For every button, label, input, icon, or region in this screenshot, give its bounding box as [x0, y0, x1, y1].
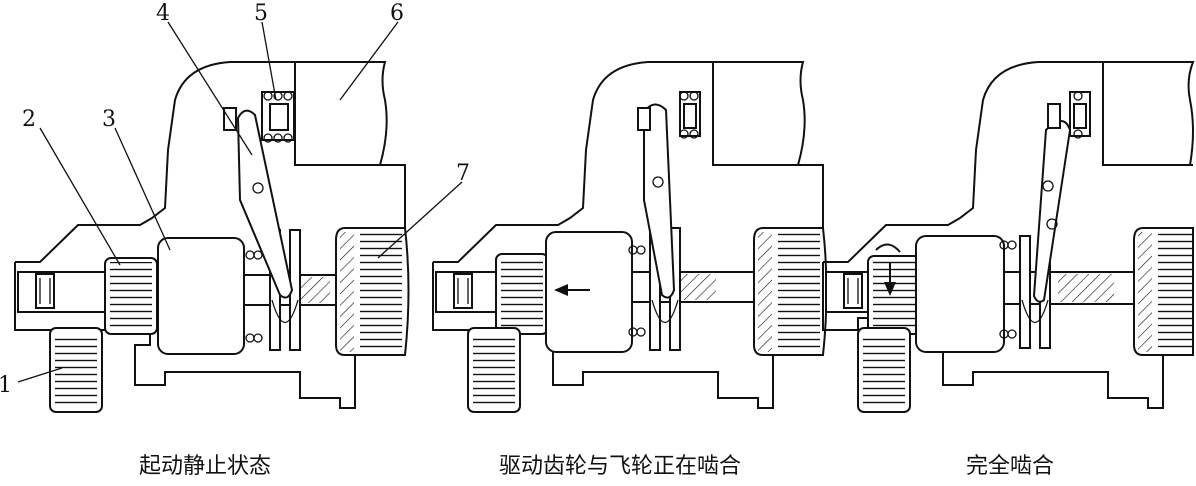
panel-full-mesh-state	[822, 61, 1195, 413]
callout-6: 6	[390, 1, 404, 26]
callout-7: 7	[456, 161, 470, 186]
callout-4: 4	[156, 1, 170, 26]
caption-full-mesh-state: 完全啮合	[965, 454, 1055, 479]
callout-1: 1	[0, 373, 12, 398]
panel-engaging-state	[432, 61, 828, 413]
callout-5: 5	[254, 1, 268, 26]
caption-rest-state: 起动静止状态	[138, 454, 272, 479]
callout-2: 2	[22, 107, 36, 132]
panel-rest-state	[14, 21, 463, 413]
caption-engaging-state: 驱动齿轮与飞轮正在啮合	[498, 454, 742, 479]
callout-3: 3	[102, 107, 116, 132]
